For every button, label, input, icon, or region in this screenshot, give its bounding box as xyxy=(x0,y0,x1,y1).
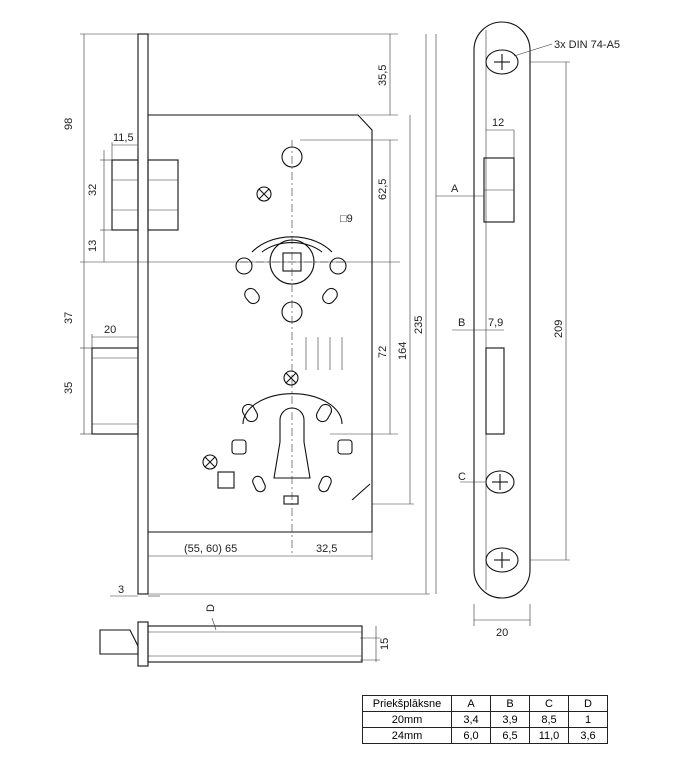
table-cell: 3,4 xyxy=(451,711,491,728)
header-cell: D xyxy=(568,695,608,712)
dim-20-plate: 20 xyxy=(496,627,508,639)
dim-37: 37 xyxy=(63,312,75,324)
header-cell: Priekšplāksne xyxy=(362,695,452,712)
dim-72: 72 xyxy=(377,346,389,358)
dim-164: 164 xyxy=(397,342,409,360)
dim-b: B xyxy=(458,317,465,329)
cylinder-cutout xyxy=(273,407,311,479)
strike-dimensions xyxy=(435,34,570,626)
dim-7-9: 7,9 xyxy=(488,317,503,329)
dim-35: 35 xyxy=(63,382,75,394)
table-cell: 3,6 xyxy=(568,727,608,744)
screw-icon xyxy=(202,454,218,470)
dim-3: 3 xyxy=(118,584,124,596)
spec-table: Priekšplāksne A B C D 20mm 3,4 3,9 8,5 1… xyxy=(362,695,608,744)
header-cell: B xyxy=(490,695,530,712)
dim-35-5: 35,5 xyxy=(377,65,389,86)
table-cell: 1 xyxy=(568,711,608,728)
dim-12: 12 xyxy=(492,117,504,129)
screw-icon xyxy=(485,547,519,573)
table-cell: 11,0 xyxy=(529,727,569,744)
header-cell: A xyxy=(451,695,491,712)
lock-case xyxy=(148,114,373,533)
dim-backset: (55, 60) 65 xyxy=(184,543,237,555)
dim-209: 209 xyxy=(553,320,565,338)
body-right-dimensions xyxy=(148,33,430,595)
lock-body-view xyxy=(91,33,373,595)
screw-icon xyxy=(256,186,272,202)
table-row: 20mm 3,4 3,9 8,5 1 xyxy=(362,711,608,728)
screw-icon xyxy=(485,49,519,75)
table-cell: 3,9 xyxy=(490,711,530,728)
screw-icon xyxy=(283,370,299,386)
strike-latch-hole xyxy=(485,347,505,435)
faceplate-side xyxy=(137,33,149,595)
table-cell: 6,0 xyxy=(451,727,491,744)
dim-32-5: 32,5 xyxy=(316,543,337,555)
table-cell: 20mm xyxy=(362,711,452,728)
dim-62-5: 62,5 xyxy=(377,179,389,200)
header-cell: C xyxy=(529,695,569,712)
dim-15: 15 xyxy=(379,638,391,650)
dim-235: 235 xyxy=(413,316,425,334)
dim-spindle: □9 xyxy=(340,213,353,225)
dim-13: 13 xyxy=(87,240,99,252)
dim-c: C xyxy=(458,471,466,483)
dim-98: 98 xyxy=(63,118,75,130)
bolt-inner xyxy=(147,159,179,231)
dim-11-5: 11,5 xyxy=(113,132,134,144)
screws-note: 3x DIN 74-A5 xyxy=(554,39,620,51)
table-cell: 8,5 xyxy=(529,711,569,728)
dim-20-latch: 20 xyxy=(104,324,116,336)
dead-bolt xyxy=(111,159,139,231)
latch-bolt xyxy=(91,347,139,435)
table-row: 24mm 6,0 6,5 11,0 3,6 xyxy=(362,727,608,744)
bottom-dimensions xyxy=(110,532,373,597)
dim-a: A xyxy=(451,183,459,195)
table-cell: 24mm xyxy=(362,727,452,744)
table-header-row: Priekšplāksne A B C D xyxy=(362,695,608,712)
lock-side-view xyxy=(99,617,380,667)
left-dimensions xyxy=(80,33,400,435)
screw-icon xyxy=(485,470,515,494)
dim-d: D xyxy=(205,604,217,612)
dim-32: 32 xyxy=(87,184,99,196)
table-cell: 6,5 xyxy=(490,727,530,744)
strike-plate-view xyxy=(473,21,531,599)
